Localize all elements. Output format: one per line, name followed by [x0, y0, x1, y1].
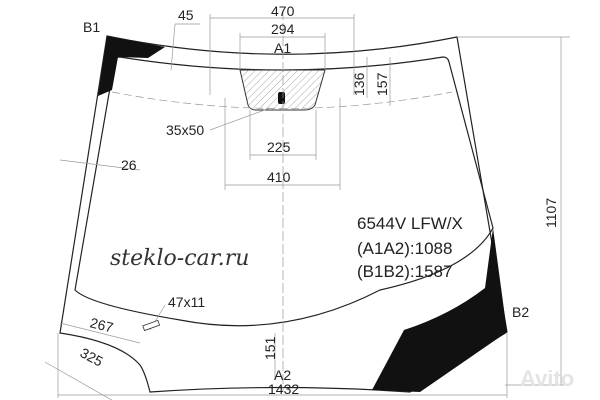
- dim-157: 157: [374, 72, 390, 96]
- sensor-mark: [278, 92, 285, 104]
- black-band-b1: [98, 36, 165, 96]
- black-band-b2: [372, 228, 507, 392]
- dim-1432: 1432: [268, 381, 300, 397]
- avito-watermark: Avito: [520, 366, 575, 391]
- label-b1: B1: [83, 19, 101, 35]
- dim-45: 45: [178, 7, 194, 23]
- a1a2-length: (A1A2):1088: [357, 239, 453, 258]
- dim-136: 136: [351, 72, 367, 96]
- label-b2: B2: [512, 304, 530, 320]
- glass-inner-outline: [74, 56, 494, 327]
- watermark-steklo-car: steklo-car.ru: [110, 246, 250, 271]
- dim-410: 410: [267, 169, 291, 185]
- b1b2-length: (B1B2):1587: [357, 262, 453, 281]
- dim-294: 294: [271, 21, 295, 37]
- wiper-zone-line: [111, 91, 453, 109]
- dim-35x50: 35x50: [166, 122, 205, 138]
- glass-outer-outline: [59, 35, 508, 393]
- notch-47x11: [142, 319, 161, 332]
- dim-1107: 1107: [543, 197, 559, 228]
- dim-151: 151: [262, 336, 278, 360]
- label-a2: A2: [274, 367, 292, 383]
- dim-26: 26: [121, 157, 137, 173]
- part-code: 6544V LFW/X: [357, 214, 463, 233]
- dim-470: 470: [271, 3, 295, 19]
- dim-225: 225: [267, 139, 291, 155]
- sensor-area: [239, 69, 326, 111]
- label-a1: A1: [274, 40, 292, 56]
- dim-47x11: 47x11: [168, 294, 206, 310]
